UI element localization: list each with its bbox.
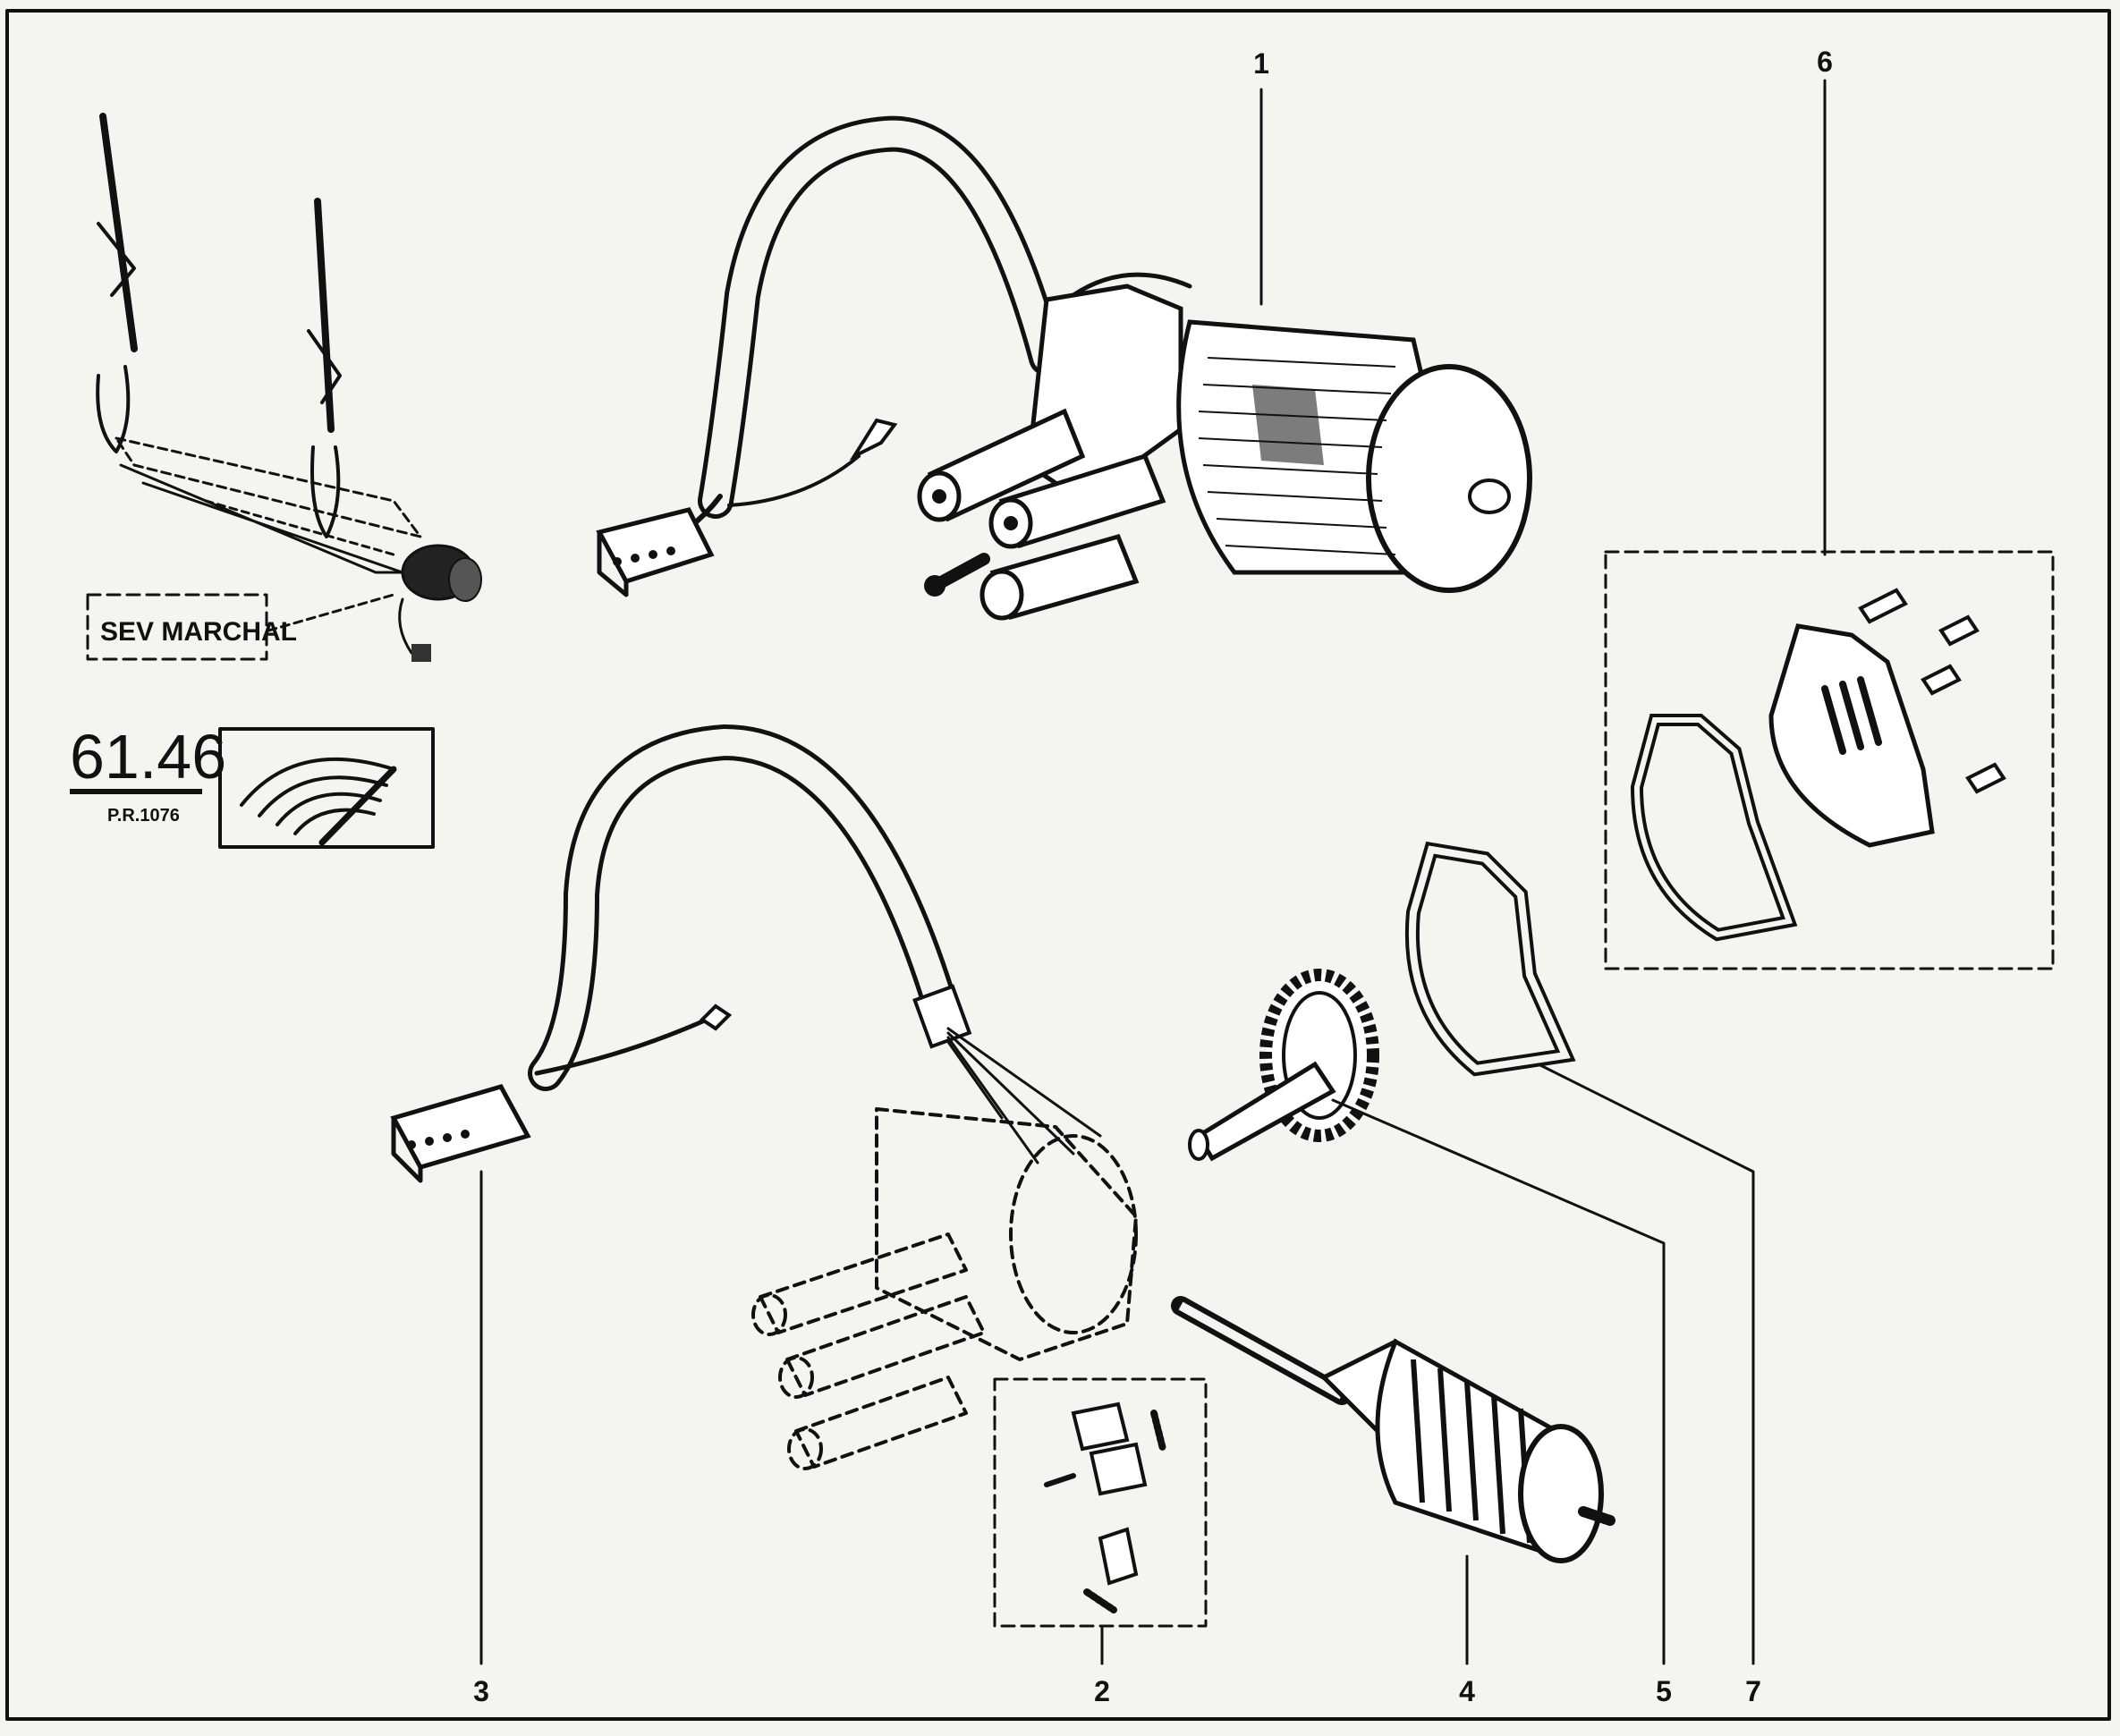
callout-3: 3 bbox=[473, 1675, 489, 1707]
cable-harness bbox=[390, 724, 1102, 1183]
callout-4: 4 bbox=[1459, 1675, 1475, 1707]
ref-number: 61.46 bbox=[70, 722, 226, 792]
armature bbox=[1171, 1296, 1615, 1563]
wiper-arc-icon bbox=[218, 727, 435, 849]
gasket bbox=[1404, 841, 1576, 1077]
callout-1: 1 bbox=[1253, 47, 1269, 80]
callout-7: 7 bbox=[1745, 1675, 1761, 1707]
stamp-text: SEV MARCHAL bbox=[100, 617, 297, 647]
wiper-linkage-inset bbox=[96, 113, 482, 662]
ref-number-block: 61.46 P.R.1076 bbox=[70, 722, 435, 849]
gearbox-housing-ghost bbox=[751, 1107, 1138, 1470]
stamp-box: SEV MARCHAL bbox=[86, 593, 297, 661]
brush-set-box bbox=[993, 1377, 1208, 1628]
page-frame bbox=[5, 9, 2111, 1721]
ref-code: P.R.1076 bbox=[107, 806, 180, 826]
wiper-motor-assembly bbox=[596, 115, 1532, 621]
cover-kit-box bbox=[1604, 550, 2055, 970]
callout-6: 6 bbox=[1817, 46, 1833, 78]
gear-wheel bbox=[1188, 969, 1379, 1162]
leader-lines bbox=[479, 79, 1827, 1665]
callout-5: 5 bbox=[1656, 1675, 1672, 1707]
callout-2: 2 bbox=[1094, 1675, 1110, 1707]
